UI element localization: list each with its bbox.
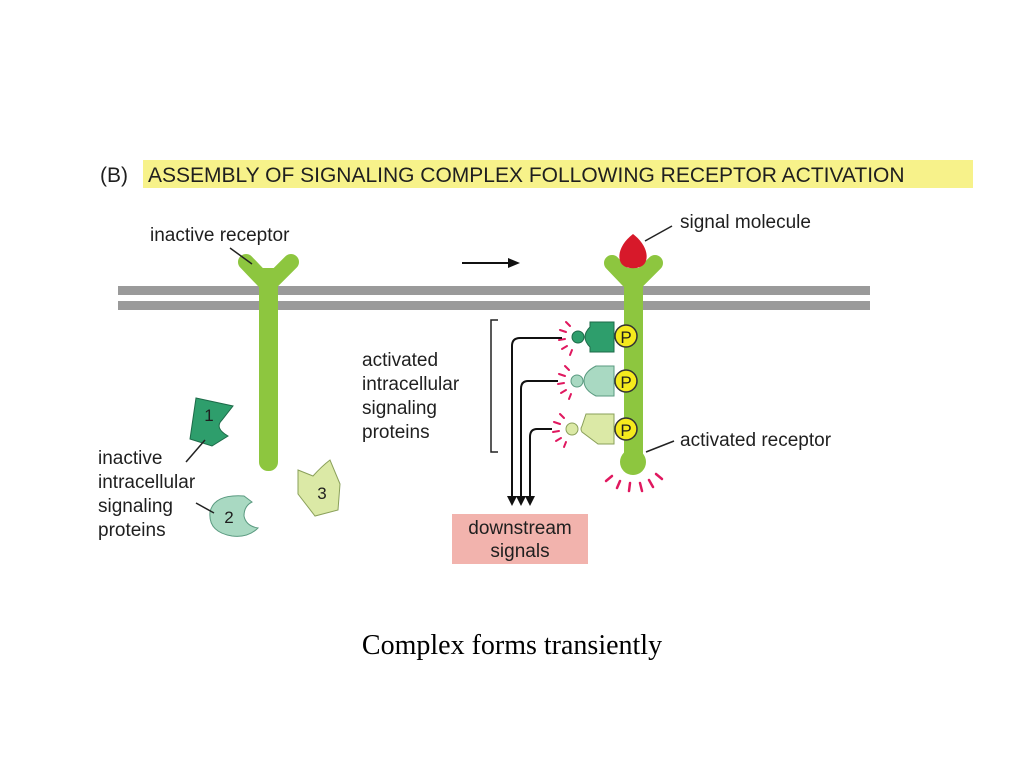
label-inactive-receptor: inactive receptor xyxy=(150,225,290,246)
label-inactive-line-1: inactive xyxy=(98,448,162,469)
label-activated-line-1: activated xyxy=(362,350,438,371)
label-inactive-line-3: signaling xyxy=(98,496,173,517)
leader-inactive-receptor xyxy=(229,247,253,265)
downstream-arrows xyxy=(511,337,562,498)
inactive-protein-2-number: 2 xyxy=(224,508,233,527)
activated-proteins-bracket xyxy=(490,319,498,453)
inactive-protein-1-number: 1 xyxy=(204,406,213,425)
arrowhead-3 xyxy=(525,496,535,506)
activated-protein-2 xyxy=(557,365,615,400)
inactive-protein-3: 3 xyxy=(297,459,341,517)
arrowhead-2 xyxy=(516,496,526,506)
label-activated-line-2: intracellular xyxy=(362,374,460,395)
label-inactive-proteins: inactive intracellular signaling protein… xyxy=(98,448,196,541)
receptor-activation-rays xyxy=(604,472,664,493)
transition-arrow xyxy=(462,258,520,268)
label-inactive-line-2: intracellular xyxy=(98,472,196,493)
inactive-protein-1: 1 xyxy=(189,397,234,447)
label-activated-line-3: signaling xyxy=(362,398,437,419)
phosphate-2: P xyxy=(614,369,638,393)
inactive-protein-2: 2 xyxy=(209,495,260,537)
phosphate-label-1: P xyxy=(620,328,631,347)
inactive-receptor xyxy=(238,254,299,471)
downstream-line-2: signals xyxy=(490,541,549,562)
label-inactive-line-4: proteins xyxy=(98,520,166,541)
label-signal-molecule: signal molecule xyxy=(680,212,811,233)
slide-caption: Complex forms transiently xyxy=(361,630,663,661)
label-activated-proteins: activated intracellular signaling protei… xyxy=(362,350,460,443)
label-activated-receptor: activated receptor xyxy=(680,430,832,451)
membrane-outer-leaflet xyxy=(118,286,870,295)
arrowhead-1 xyxy=(507,496,517,506)
title-highlight xyxy=(143,160,973,188)
panel-letter: (B) xyxy=(100,164,128,187)
panel-title: ASSEMBLY OF SIGNALING COMPLEX FOLLOWING … xyxy=(148,164,905,187)
phosphate-label-2: P xyxy=(620,373,631,392)
leader-inactive-protein-1 xyxy=(185,439,206,463)
leader-inactive-protein-2 xyxy=(195,502,215,514)
leader-activated-receptor xyxy=(645,440,675,453)
phosphate-label-3: P xyxy=(620,421,631,440)
phosphate-3: P xyxy=(614,417,638,441)
phosphate-1: P xyxy=(614,324,638,348)
downstream-line-1: downstream xyxy=(468,518,572,539)
label-activated-line-4: proteins xyxy=(362,422,430,443)
membrane-inner-leaflet xyxy=(118,301,870,310)
leader-signal-molecule xyxy=(644,225,673,242)
activated-receptor xyxy=(604,255,663,475)
signal-molecule xyxy=(619,234,647,269)
downstream-signals-box xyxy=(452,514,588,564)
activated-protein-3 xyxy=(552,413,615,448)
activated-protein-1 xyxy=(558,321,615,356)
inactive-protein-3-number: 3 xyxy=(317,484,326,503)
